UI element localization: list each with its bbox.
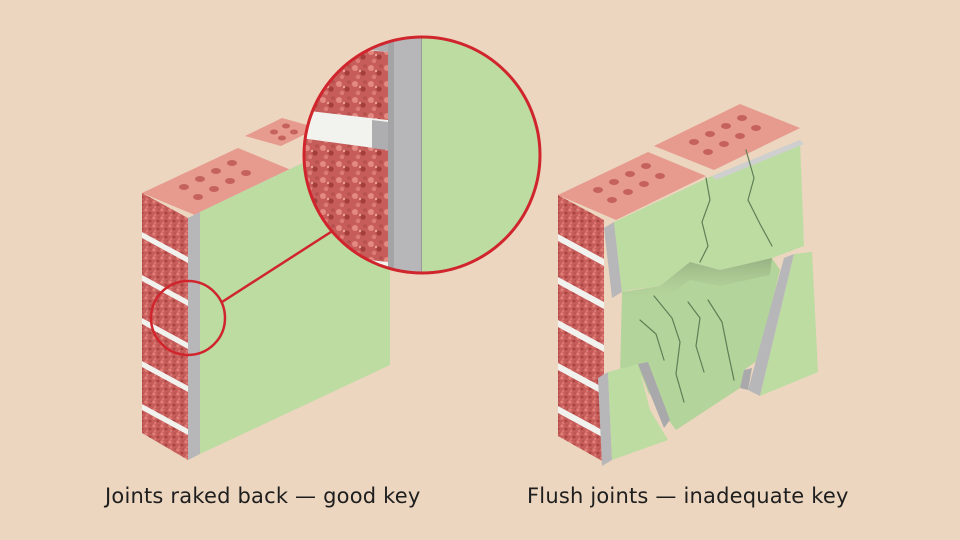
right-wall-flush-joints (558, 104, 818, 466)
caption-flush-joints: Flush joints — inadequate key (527, 484, 849, 508)
caption-raked-joints: Joints raked back — good key (105, 484, 421, 508)
left-plaster-edge (188, 212, 200, 460)
